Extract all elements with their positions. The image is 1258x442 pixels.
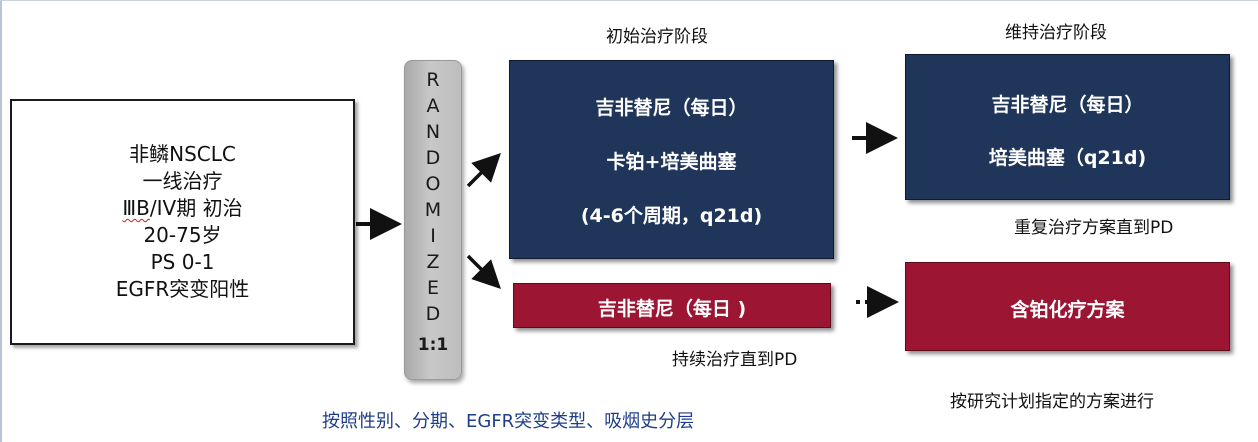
arm-a-maintenance-line: 吉非替尼（每日） <box>991 94 1144 116</box>
criteria-line-line-of-therapy: 一线治疗 <box>142 169 223 193</box>
arm-a-initial-treatment-box: 吉非替尼（每日） 卡铂+培美曲塞 (4-6个周期，q21d) <box>509 60 834 259</box>
arm-b-subsequent-label: 含铂化疗方案 <box>1010 299 1125 321</box>
rand-letter: I <box>430 225 436 247</box>
arm-a-initial-line: 卡铂+培美曲塞 <box>606 151 737 173</box>
rand-letter: D <box>425 303 441 325</box>
eligibility-criteria-box: 非鳞NSCLC 一线治疗 ⅢB/IV期 初治 20-75岁 PS 0-1 EGF… <box>10 99 355 345</box>
maintenance-phase-label: 维持治疗阶段 <box>1005 23 1107 43</box>
arm-b-initial-treatment-box: 吉非替尼（每日 ) <box>513 283 831 328</box>
criteria-line-age: 20-75岁 <box>143 223 222 247</box>
arm-a-maintenance-line: 培美曲塞（q21d) <box>988 147 1147 169</box>
arm-b-initial-note: 持续治疗直到PD <box>672 350 798 370</box>
arm-a-initial-line: 吉非替尼（每日） <box>595 97 748 119</box>
randomization-pill: R A N D O M I Z E D 1:1 <box>404 60 462 380</box>
arm-b-initial-label: 吉非替尼（每日 ) <box>597 298 747 320</box>
arrow-randomization-to-arm-a <box>466 153 501 188</box>
rand-letter: A <box>426 95 440 117</box>
frame-edge-top <box>0 0 1258 1</box>
arm-b-subsequent-note: 按研究计划指定的方案进行 <box>950 392 1154 412</box>
frame-edge-left <box>0 0 2 442</box>
stratification-note: 按照性别、分期、EGFR突变类型、吸烟史分层 <box>322 411 695 432</box>
arm-a-initial-line: (4-6个周期，q21d) <box>580 205 763 227</box>
arm-a-maintenance-note: 重复治疗方案直到PD <box>1014 218 1174 238</box>
rand-letter: Z <box>426 251 440 273</box>
rand-letter: M <box>424 199 442 221</box>
arrow-randomization-to-arm-b <box>466 254 501 289</box>
initial-phase-label: 初始治疗阶段 <box>606 27 708 47</box>
criteria-line-stage: ⅢB/IV期 初治 <box>122 195 242 222</box>
criteria-line-histology: 非鳞NSCLC <box>129 142 236 166</box>
rand-letter: O <box>425 173 441 195</box>
randomization-ratio: 1:1 <box>417 335 449 355</box>
stage-spellcheck-marked: ⅢB <box>122 196 150 220</box>
criteria-line-performance-status: PS 0-1 <box>150 250 215 274</box>
rand-letter: D <box>425 147 441 169</box>
stage-rest: /IV期 初治 <box>149 196 243 220</box>
rand-letter: R <box>426 69 440 91</box>
criteria-line-egfr: EGFR突变阳性 <box>115 277 250 301</box>
arm-b-subsequent-box: 含铂化疗方案 <box>905 262 1230 351</box>
rand-letter: E <box>426 277 439 299</box>
arm-a-maintenance-box: 吉非替尼（每日） 培美曲塞（q21d) <box>905 54 1230 200</box>
rand-letter: N <box>425 121 441 143</box>
